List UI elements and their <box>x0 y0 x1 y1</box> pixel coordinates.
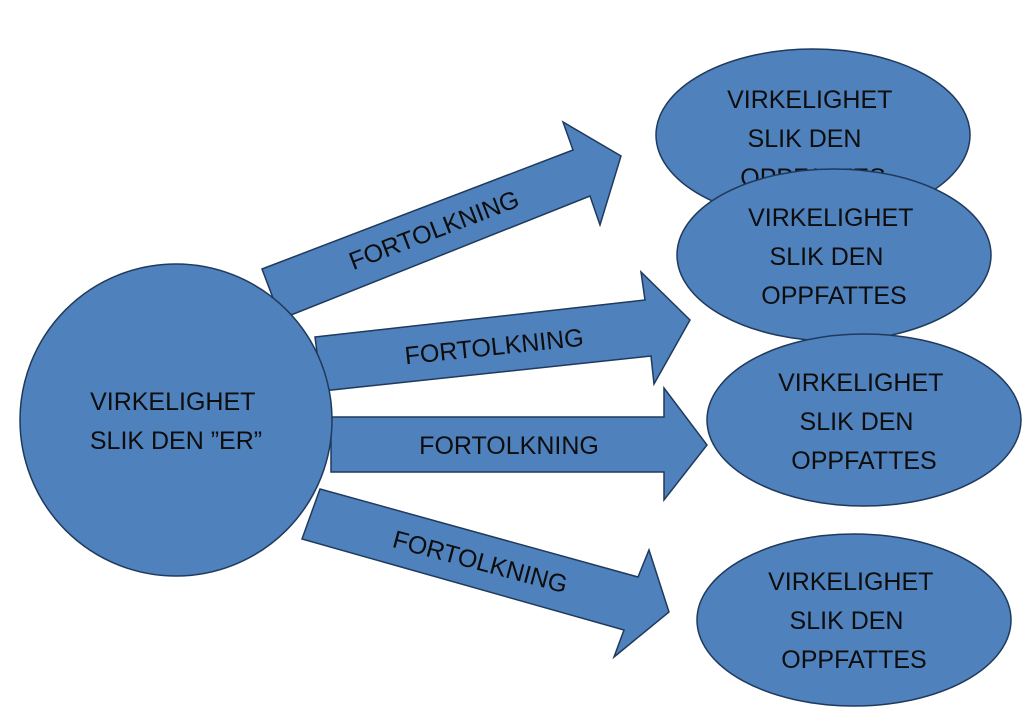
arrow-1: FORTOLKNING <box>261 120 622 320</box>
target-1-line-2: SLIK DEN <box>748 125 862 153</box>
target-2-line-3: OPPFATTES <box>761 282 906 310</box>
source-line-2: SLIK DEN ”ER” <box>90 427 262 455</box>
target-ellipse-3 <box>706 333 1022 507</box>
arrow-3-label: FORTOLKNING <box>419 432 599 460</box>
arrow-2: FORTOLKNING <box>314 269 691 392</box>
arrow-4-shape <box>301 488 670 660</box>
target-node-3: VIRKELIGHET SLIK DEN OPPFATTES <box>706 333 1022 507</box>
target-2-line-2: SLIK DEN <box>770 243 884 271</box>
target-2-label: VIRKELIGHET SLIK DEN OPPFATTES <box>748 204 920 310</box>
source-node: VIRKELIGHET SLIK DEN ”ER” <box>19 263 333 577</box>
target-3-line-3: OPPFATTES <box>791 447 936 475</box>
arrow-2-shape <box>314 269 691 392</box>
arrow-4: FORTOLKNING <box>301 488 670 660</box>
target-3-line-1: VIRKELIGHET <box>778 369 943 397</box>
target-node-2: VIRKELIGHET SLIK DEN OPPFATTES <box>676 168 992 342</box>
target-ellipse-4 <box>696 533 1012 707</box>
target-4-label: VIRKELIGHET SLIK DEN OPPFATTES <box>768 568 940 674</box>
source-circle <box>19 263 333 577</box>
target-4-line-3: OPPFATTES <box>781 646 926 674</box>
target-1-line-1: VIRKELIGHET <box>727 86 892 114</box>
target-3-line-2: SLIK DEN <box>800 408 914 436</box>
target-node-4: VIRKELIGHET SLIK DEN OPPFATTES <box>696 533 1012 707</box>
arrow-3-shape <box>330 385 708 503</box>
arrow-1-shape <box>261 120 622 320</box>
arrow-3: FORTOLKNING <box>330 385 708 503</box>
source-label: VIRKELIGHET SLIK DEN ”ER” <box>90 388 262 455</box>
source-line-1: VIRKELIGHET <box>90 388 255 416</box>
target-3-label: VIRKELIGHET SLIK DEN OPPFATTES <box>778 369 950 475</box>
target-4-line-1: VIRKELIGHET <box>768 568 933 596</box>
target-4-line-2: SLIK DEN <box>790 607 904 635</box>
target-2-line-1: VIRKELIGHET <box>748 204 913 232</box>
